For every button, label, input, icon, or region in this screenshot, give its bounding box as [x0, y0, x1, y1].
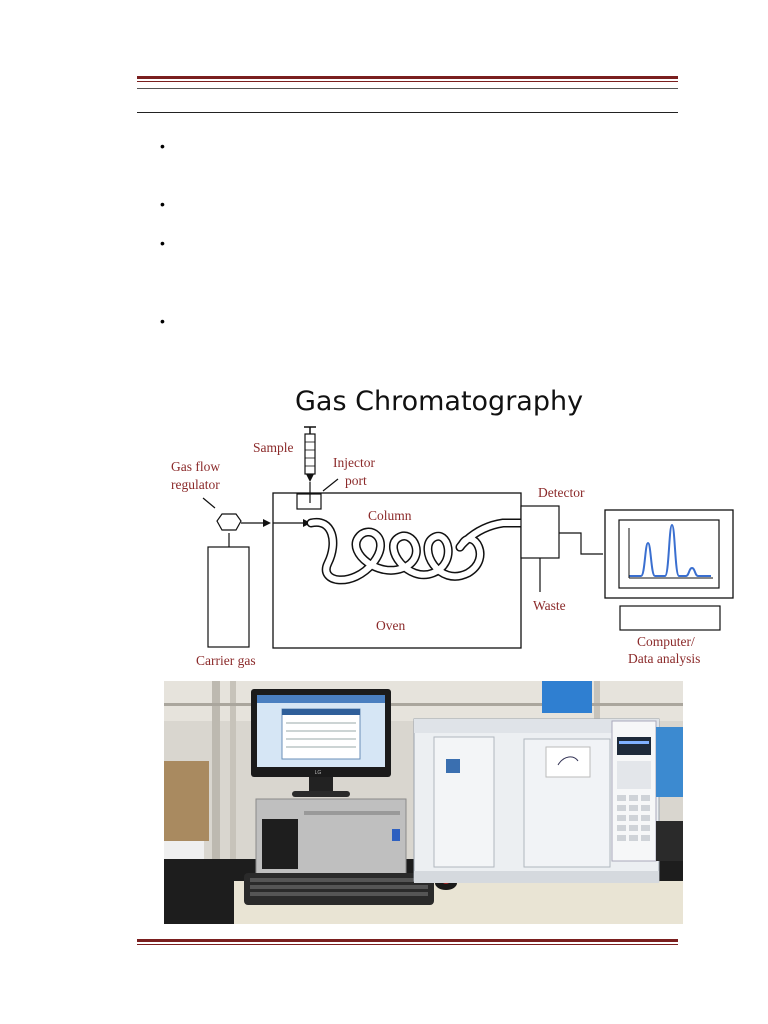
cardboard-box: [164, 761, 209, 841]
syringe-icon: [304, 426, 316, 503]
bullet-2: •: [160, 196, 165, 212]
diagram-title: Gas Chromatography: [295, 386, 583, 417]
injector-port: [296, 493, 322, 510]
footer-rule-thin: [137, 944, 678, 945]
label-gas-flow: Gas flow: [171, 459, 220, 474]
label-column: Column: [368, 508, 412, 523]
footer-rule-thick: [137, 939, 678, 942]
instrument-keypad: [611, 720, 657, 862]
shelf-pole: [230, 681, 236, 861]
bullet-3: •: [160, 235, 165, 251]
label-computer: Computer/: [637, 634, 695, 649]
desktop-computer: [255, 798, 407, 878]
bullet-4: •: [160, 313, 165, 329]
header-rule-thick: [137, 76, 678, 79]
blue-box: [542, 681, 592, 713]
label-oven: Oven: [376, 618, 405, 633]
computer-keyboard-box: [619, 605, 721, 631]
bullet-1: •: [160, 138, 165, 154]
coiled-column: [306, 517, 526, 585]
computer-monitor-photo: LG: [251, 689, 391, 797]
label-regulator: regulator: [171, 477, 220, 492]
shelf-pole: [212, 681, 220, 861]
monitor-brand: LG: [315, 770, 322, 776]
label-data-analysis: Data analysis: [628, 651, 700, 666]
header-rule-gray: [137, 88, 678, 89]
detector-box: [520, 505, 560, 559]
label-waste: Waste: [533, 598, 566, 613]
side-screen: [656, 727, 683, 797]
instrument-label-card: [545, 746, 591, 778]
chromatogram-peaks: [629, 523, 711, 577]
header-rule-thin: [137, 81, 678, 82]
header-rule-black: [137, 112, 678, 113]
label-carrier-gas: Carrier gas: [196, 653, 256, 668]
label-sample: Sample: [253, 440, 294, 455]
gas-chromatography-diagram: Gas Chromatography Sample Inj: [171, 386, 734, 668]
carrier-gas-cylinder: [207, 546, 250, 648]
gc-instrument-photo: LG: [164, 681, 683, 924]
gas-flow-regulator: [216, 513, 242, 531]
label-detector: Detector: [538, 485, 585, 500]
label-injector: Injector: [333, 455, 375, 470]
label-port: port: [345, 473, 367, 488]
